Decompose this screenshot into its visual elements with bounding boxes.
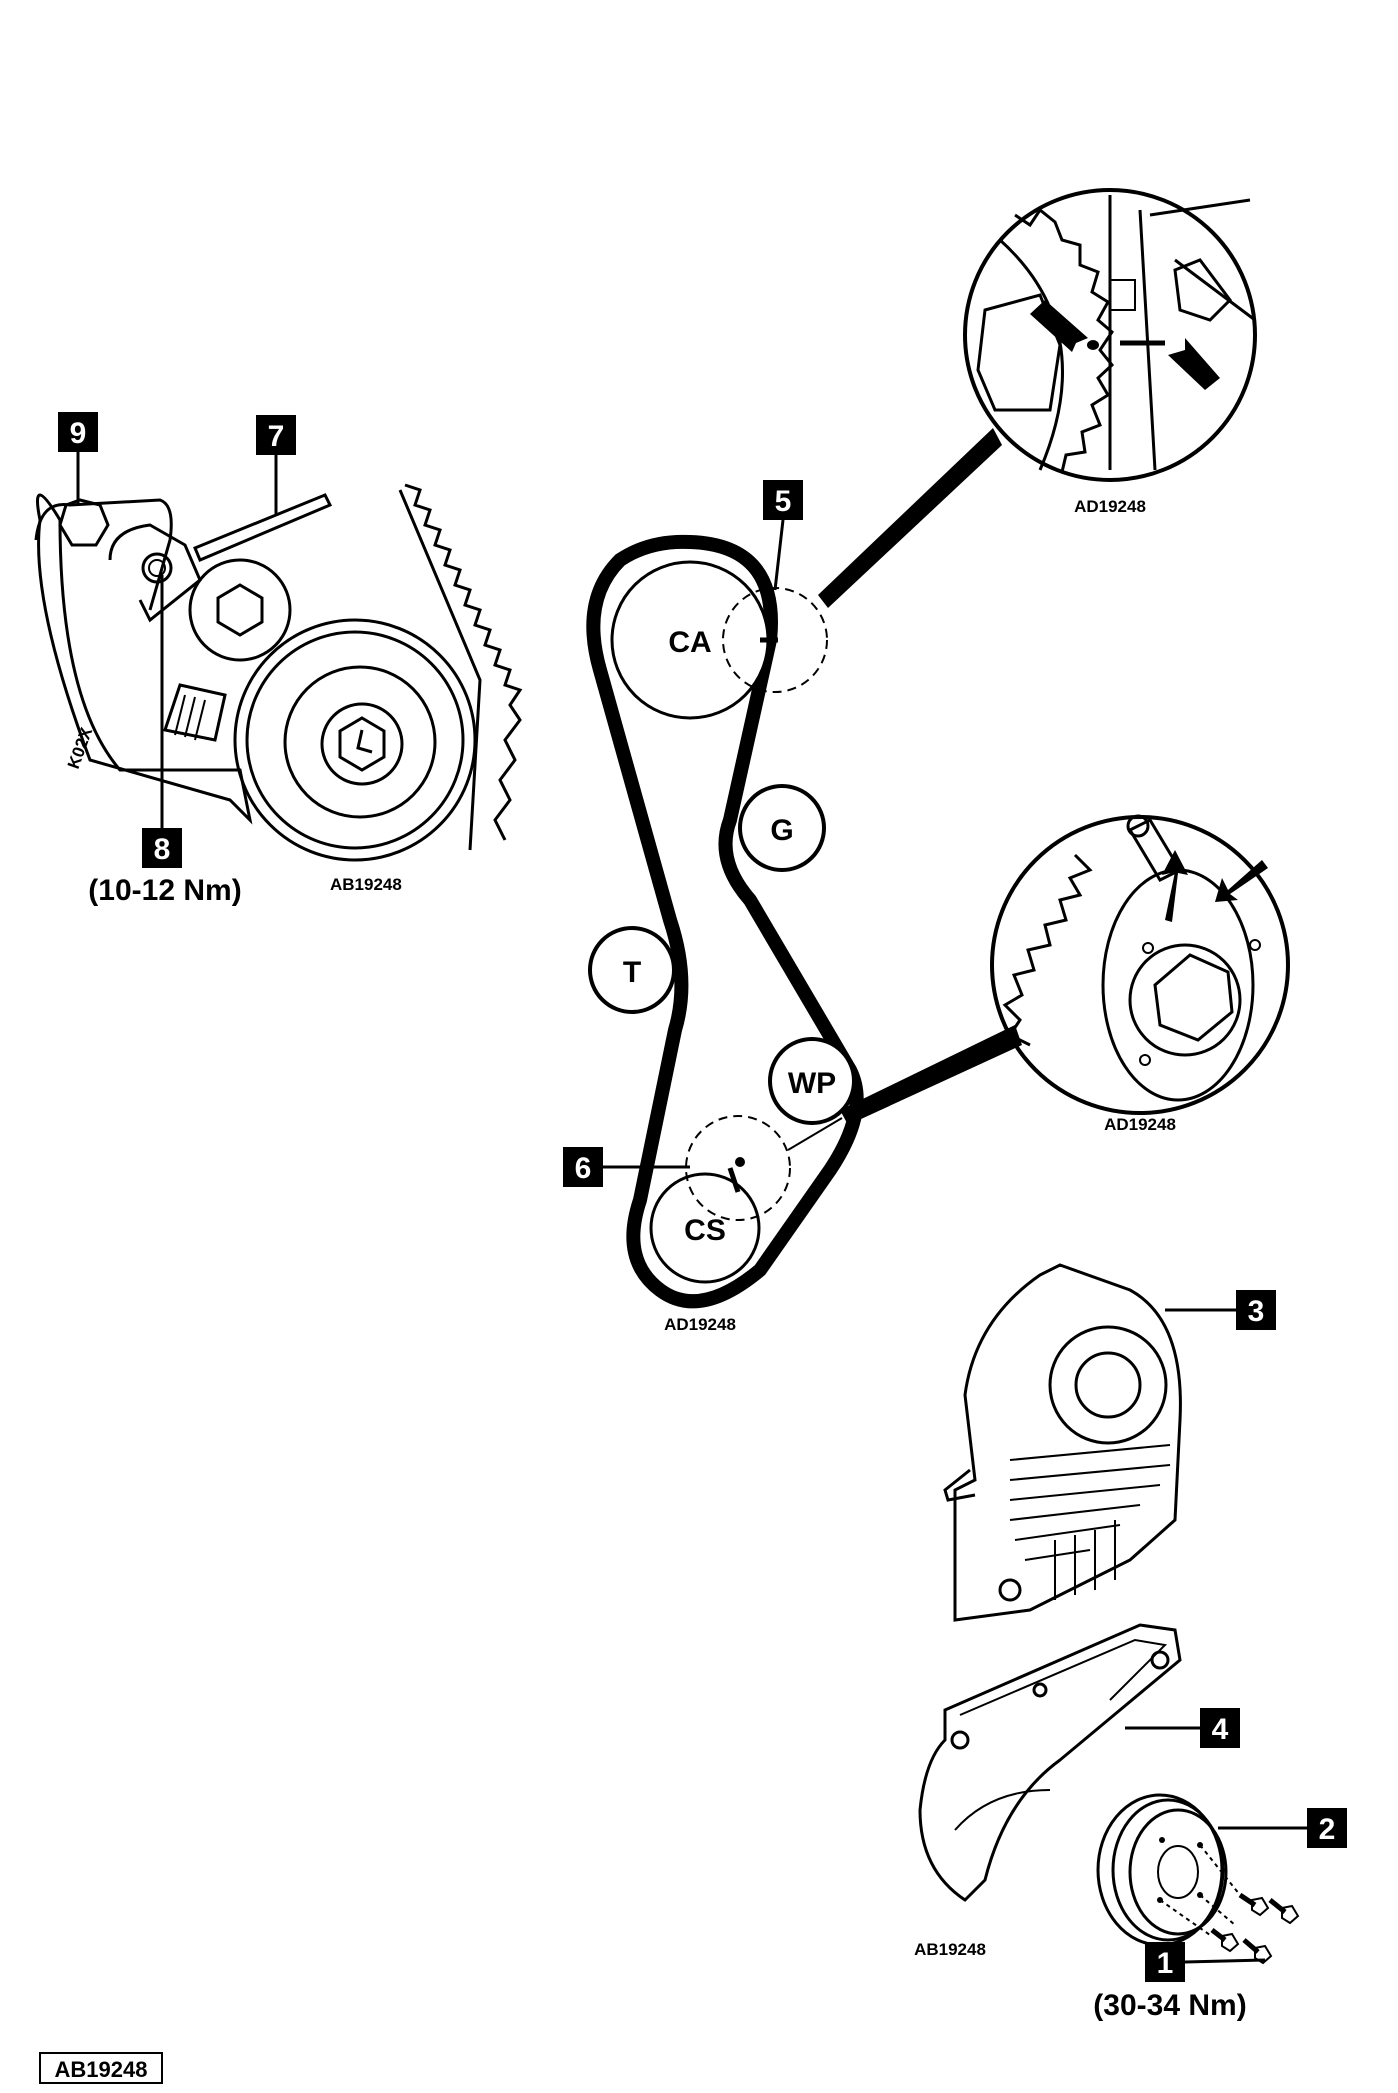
- callout-4-label: 4: [1212, 1713, 1229, 1746]
- callout-2: 2: [1218, 1808, 1347, 1848]
- callout-3: 3: [1165, 1290, 1276, 1330]
- callout-2-label: 2: [1319, 1813, 1336, 1846]
- callout-4: 4: [1125, 1708, 1240, 1748]
- belt-routing: CA G T WP CS AD19248: [586, 428, 1022, 1334]
- crankshaft-pulley: [1096, 1793, 1300, 1965]
- belt-routing-caption: AD19248: [664, 1315, 736, 1334]
- crankshaft-pulley-label: CS: [684, 1214, 726, 1247]
- callout-3-label: 3: [1248, 1295, 1265, 1328]
- callout-6-label: 6: [575, 1152, 592, 1185]
- guide-pulley-label: G: [770, 814, 793, 847]
- callout-9-label: 9: [70, 417, 87, 450]
- callout-5: 5: [763, 480, 803, 591]
- upper-timing-cover: [943, 1263, 1182, 1622]
- callout-7: 7: [256, 415, 296, 515]
- figure-reference: AB19248: [39, 2052, 163, 2084]
- callout-6: 6: [563, 1147, 690, 1187]
- water-pump-pulley-label: WP: [788, 1067, 836, 1100]
- tensioner-detail-caption: AB19248: [330, 875, 402, 894]
- callout-7-label: 7: [268, 420, 285, 453]
- figure-reference-label: AB19248: [55, 2057, 148, 2082]
- callout-1: 1 (30-34 Nm): [1093, 1942, 1266, 2022]
- bolt: [1242, 1938, 1273, 1965]
- covers-caption: AB19248: [914, 1940, 986, 1959]
- crank-detail: AD19248: [990, 814, 1290, 1134]
- tensioner-detail: K02X AB19248: [34, 483, 523, 894]
- camshaft-pulley-label: CA: [668, 626, 711, 659]
- tensioner-torque: (10-12 Nm): [88, 874, 241, 907]
- cam-detail-caption: AD19248: [1074, 497, 1146, 516]
- crank-detail-caption: AD19248: [1104, 1115, 1176, 1134]
- bolt: [1268, 1898, 1300, 1925]
- cam-detail: AD19248: [963, 188, 1257, 516]
- callout-1-label: 1: [1157, 1947, 1174, 1980]
- tensioner-pulley-label: T: [623, 956, 641, 989]
- callout-5-label: 5: [775, 485, 792, 518]
- tensioner-marking: K02X: [64, 724, 97, 771]
- bolt: [1238, 1892, 1270, 1917]
- lower-timing-cover: AB19248: [914, 1623, 1182, 1959]
- bolt: [1210, 1928, 1240, 1953]
- callout-8: 8 (10-12 Nm): [88, 575, 242, 907]
- callout-9: 9: [58, 412, 98, 505]
- callout-8-label: 8: [154, 833, 171, 866]
- crank-pulley-torque: (30-34 Nm): [1093, 1989, 1246, 2022]
